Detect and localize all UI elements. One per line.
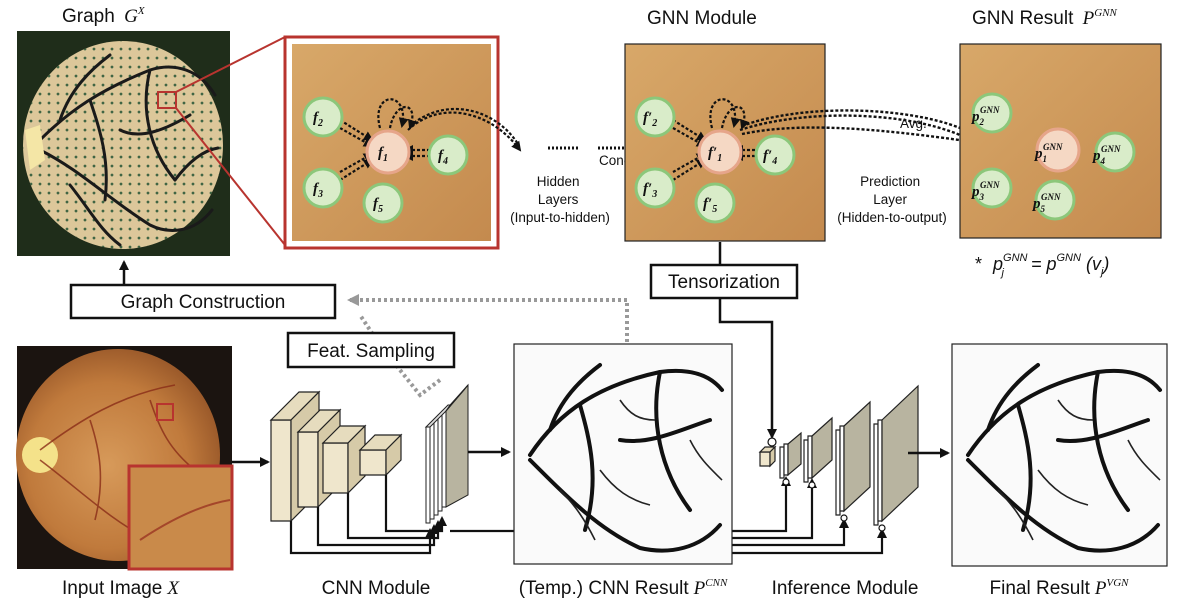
input-zoom-marker: [156, 403, 174, 421]
node-f4: [427, 134, 469, 176]
input-image: [16, 346, 234, 571]
svg-text:p5GNN: p5GNN: [1031, 192, 1061, 214]
svg-text:p1GNN: p1GNN: [1033, 142, 1063, 164]
graph-title: Graph GX: [62, 5, 146, 27]
node-p5: [1034, 179, 1076, 221]
graph-vessel-lines: [38, 53, 220, 247]
node-p4: [1094, 131, 1136, 173]
node-g4: [754, 134, 796, 176]
graph-panel: Graph GX: [17, 5, 230, 256]
svg-text:f′5: f′5: [703, 196, 717, 215]
node-g5: [694, 182, 736, 224]
node-f3: [302, 167, 344, 209]
svg-text:f5: f5: [373, 196, 383, 215]
node-p1: [1035, 127, 1081, 173]
svg-text:p4GNN: p4GNN: [1091, 144, 1121, 166]
node-p3: [971, 167, 1013, 209]
cnn-result-image: [513, 343, 733, 565]
cnn-module: [269, 390, 403, 523]
avg-label: Avg.: [900, 116, 927, 131]
svg-text:f4: f4: [438, 148, 448, 167]
cnn-feature-stack: [424, 383, 469, 524]
node-g1: [697, 129, 743, 175]
svg-text:f′1: f′1: [708, 145, 722, 164]
node-f1: [365, 129, 411, 175]
feat-sampling-box: [286, 331, 456, 369]
svg-text:f′2: f′2: [643, 110, 657, 129]
graph-construction-box: [69, 283, 337, 320]
inference-module: [758, 384, 919, 532]
node-f2: [302, 96, 344, 138]
node-f5: [362, 182, 404, 224]
node-p2: [971, 92, 1013, 134]
svg-text:f′3: f′3: [643, 181, 657, 200]
svg-text:f3: f3: [313, 181, 323, 200]
graph-zoom-marker: [157, 91, 177, 109]
final-result-image: [951, 343, 1168, 567]
svg-text:f1: f1: [378, 145, 388, 164]
node-g2: [634, 96, 676, 138]
tensorization-box: [649, 263, 799, 300]
hidden-layers-label: Hidden Layers (Input-to-hidden): [510, 174, 610, 225]
svg-text:f2: f2: [313, 110, 323, 129]
graph-construction-label: Graph Construction: [121, 292, 286, 313]
svg-text:f′4: f′4: [763, 148, 777, 167]
tensorization-label: Tensorization: [668, 272, 780, 293]
inference-module-label: Inference Module: [772, 578, 919, 599]
node-g3: [634, 167, 676, 209]
feat-sampling-label: Feat. Sampling: [307, 341, 435, 362]
gnn-module-title: GNN Module: [647, 8, 757, 29]
svg-text:p2GNN: p2GNN: [970, 105, 1000, 127]
cnn-module-label: CNN Module: [322, 578, 431, 599]
prediction-layer-label: Prediction Layer (Hidden-to-output): [837, 174, 947, 225]
gnn-result-title: GNN Result PGNN: [972, 7, 1118, 29]
svg-text:p3GNN: p3GNN: [970, 180, 1000, 202]
